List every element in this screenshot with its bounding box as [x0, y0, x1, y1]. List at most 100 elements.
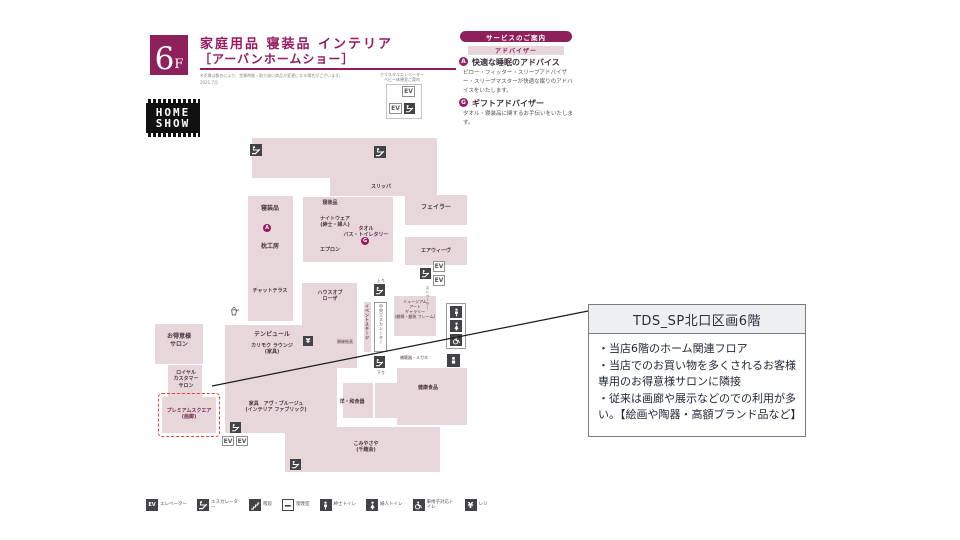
- legend-label: レジ: [478, 502, 488, 508]
- service-title-sleep: 快適な睡眠のアドバイス: [472, 58, 560, 67]
- legend-item-male-toilet: 紳士トイレ: [319, 499, 357, 511]
- legend-label: 車椅子対応トイレ: [426, 499, 454, 510]
- zone-label-royal-salon: ロイヤル カスタマー サロン: [173, 370, 199, 389]
- logo-line1: HOME: [155, 106, 191, 119]
- zone-feiler-block: [405, 195, 467, 225]
- annotation-box: TDS_SP北口区画6階 ・当店6階のホーム関連フロア ・当店でのお買い物を多く…: [588, 304, 806, 437]
- logo-line2: SHOW: [155, 117, 191, 130]
- escalator-up-icon: [374, 284, 385, 296]
- floor-letter: F: [174, 57, 184, 72]
- zone-label-nightwear: ナイトウェア (紳士・婦人): [319, 216, 351, 229]
- elevator-note: クリスタルエレベーター ベビー休憩室ご案内: [380, 72, 424, 82]
- zone-label-art-sale: 開催絵画: [337, 339, 353, 344]
- male-toilet-icon: [319, 499, 332, 511]
- zone-label-vip-salon: お得意様 サロン: [166, 333, 192, 348]
- register-icon: ¥: [303, 336, 313, 346]
- elevator-icon: EV: [402, 86, 415, 97]
- services-subheader: アドバイザー: [468, 46, 564, 55]
- zone-label-tableware: 洋・和食器: [339, 399, 365, 405]
- elevator-icon: EV: [236, 436, 248, 446]
- escalator-down-label: 下り: [377, 370, 385, 375]
- escalator-icon: [197, 499, 209, 511]
- zone-health-food-block: [397, 368, 467, 425]
- legend-label: エスカレーター: [211, 499, 238, 510]
- elevator-icon: EV: [433, 261, 445, 272]
- escalator-down-icon: [374, 356, 385, 368]
- zone-label-slippers: スリッパ: [370, 184, 392, 190]
- zone-label-towel: タオル バス・トイレタリー: [343, 226, 389, 239]
- annotation-body: ・当店6階のホーム関連フロア ・当店でのお買い物を多くされるお客様専用のお得意様…: [598, 342, 802, 421]
- elevator-icon: EV: [389, 103, 402, 114]
- zone-tableware-block-2: [375, 383, 400, 418]
- zone-label-event-stage: イベントステージ: [365, 304, 370, 340]
- escalator-icon: [374, 146, 386, 158]
- header-note: ※売場は都合により、営業時間・取り扱い商品が変更になる場合がございます。: [200, 73, 343, 78]
- map-badge-sleep-advisor: A: [263, 224, 271, 232]
- legend-item-elevator: EV エレベーター: [146, 499, 187, 511]
- stairs-icon: [249, 499, 261, 511]
- elevator-icon: EV: [222, 436, 234, 446]
- escalator-up-label: 上り: [377, 278, 385, 283]
- male-toilet-icon: [450, 306, 462, 318]
- zone-left-strip: [248, 196, 293, 321]
- service-body-sleep: ピロー・フィッター・スリープアドバイザー・スリープマスターが快適な眠りのアドバイ…: [463, 70, 573, 95]
- smoking-room-icon: [282, 499, 294, 511]
- zone-label-tempur: テンピュール: [253, 331, 291, 338]
- escalator-icon: [420, 268, 431, 279]
- annotation-title: TDS_SP北口区画6階: [589, 305, 805, 334]
- service-title-gift: ギフトアドバイザー: [472, 99, 544, 108]
- female-toilet-icon: [366, 499, 378, 511]
- register-icon: ¥: [464, 499, 477, 511]
- zone-label-house-of-rose: ハウスオブ ローザ: [317, 290, 343, 303]
- zone-label-karimoku: カリモク ラウンジ (家具): [251, 343, 293, 356]
- zone-center-lower-block: [225, 325, 337, 433]
- legend-item-stairs: 階段: [249, 499, 272, 511]
- female-toilet-icon: [450, 320, 462, 332]
- zone-label-chat-terrace: チャットテラス: [252, 288, 288, 294]
- zone-label-av-brouge: 家具 アヴ・ブルージュ (インテリア ファブリック): [245, 401, 307, 414]
- services-header: サービスのご案内: [460, 31, 572, 42]
- zone-komiya-block: [285, 427, 440, 472]
- escalator-icon: [404, 103, 415, 114]
- escalator-icon: [230, 422, 241, 433]
- wheelchair-toilet-icon: [412, 499, 425, 511]
- page-subtitle: ［アーバンホームショー］: [199, 52, 355, 66]
- drink-station-icon: [228, 302, 240, 316]
- wheelchair-toilet-icon: [450, 334, 462, 346]
- zone-airweave-block: [405, 237, 467, 265]
- legend-label: エレベーター: [160, 502, 187, 508]
- map-badge-gift-advisor: G: [361, 237, 369, 245]
- legend-label: 紳士トイレ: [333, 502, 357, 508]
- zone-label-central-escalator: 中央エスカレーター: [379, 304, 384, 345]
- service-body-gift: タオル・寝装品に関するお手伝いをいたします。: [463, 111, 574, 127]
- zone-label-premium-square: プレミアムスクエア (画廊): [166, 408, 212, 421]
- baby-room-icon: [447, 354, 460, 367]
- legend-item-female-toilet: 婦人トイレ: [366, 499, 403, 511]
- elevator-icon: EV: [146, 499, 158, 511]
- elevator-corridor-outline: [386, 84, 422, 119]
- escalator-icon: [290, 459, 301, 470]
- zone-label-bedding-mid: 寝装品: [322, 200, 338, 206]
- legend-item-smoking: 喫煙室: [282, 499, 310, 511]
- escalator-icon: [250, 144, 262, 156]
- legend-label: 喫煙室: [296, 502, 310, 508]
- zone-mid-block: [303, 197, 393, 262]
- advisor-a-badge: A: [459, 57, 468, 66]
- title-rule: [200, 68, 456, 70]
- zone-label-pillow-studio: 枕工房: [260, 243, 280, 250]
- zone-top-block: [252, 138, 437, 178]
- premium-square-highlight: [158, 393, 220, 437]
- elevator-icon: EV: [433, 275, 445, 286]
- zone-premium-square-block: [162, 397, 216, 433]
- floor-number: 6: [154, 40, 175, 77]
- home-show-logo: HOME SHOW: [146, 99, 200, 137]
- zone-label-feiler: フェイラー: [420, 204, 452, 211]
- legend-item-register: ¥ レジ: [464, 499, 488, 511]
- elevator-side-label: エレベーター: [426, 286, 430, 310]
- legend-item-wheelchair-toilet: 車椅子対応トイレ: [412, 499, 455, 511]
- zone-label-airweave: エアウィーヴ: [420, 248, 452, 254]
- legend-label: 婦人トイレ: [380, 502, 403, 508]
- legend-item-escalator: エスカレーター: [197, 499, 239, 511]
